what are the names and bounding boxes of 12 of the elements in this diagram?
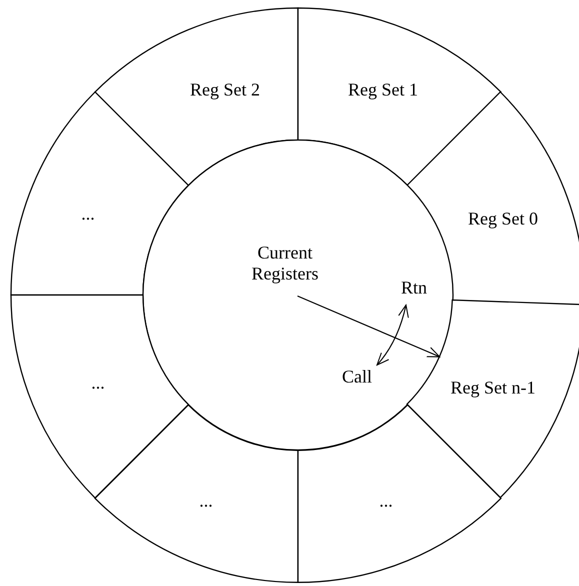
segment-label: ... xyxy=(379,490,393,512)
segment-label: ... xyxy=(91,372,105,394)
segment-label: Reg Set 2 xyxy=(190,80,260,100)
segment-label: ... xyxy=(81,204,95,224)
direction-label: Rtn xyxy=(401,278,427,298)
segment-label: Reg Set 1 xyxy=(348,80,418,100)
direction-label: Call xyxy=(342,366,372,388)
segment-label: Reg Set 0 xyxy=(468,208,538,230)
circle-label: Current Registers xyxy=(250,242,320,284)
arrow xyxy=(297,296,440,358)
segment-label: ... xyxy=(199,490,213,512)
segment-label: Reg Set n-1 xyxy=(450,378,536,398)
